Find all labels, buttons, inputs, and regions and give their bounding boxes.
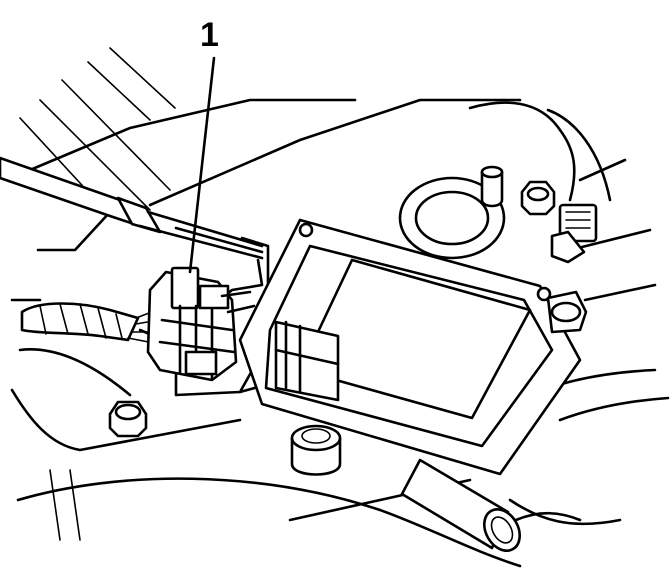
module-standoff-lower (290, 424, 342, 476)
fluid-tube (400, 458, 582, 552)
transmission-case-outline (10, 47, 670, 568)
stud (480, 165, 504, 208)
callout-1: 1 (188, 16, 219, 274)
bolt-upper (520, 180, 556, 216)
control-module (238, 218, 582, 476)
callout-number: 1 (200, 16, 219, 54)
module-standoff-right (546, 290, 588, 334)
wiring-harness (20, 302, 171, 346)
screwdriver-tool (0, 156, 264, 260)
case-bore (398, 176, 506, 260)
callout-leader-line (188, 56, 216, 274)
electrical-connector (146, 266, 256, 382)
bolt-lower-left (108, 400, 148, 438)
speed-sensor (550, 203, 598, 264)
